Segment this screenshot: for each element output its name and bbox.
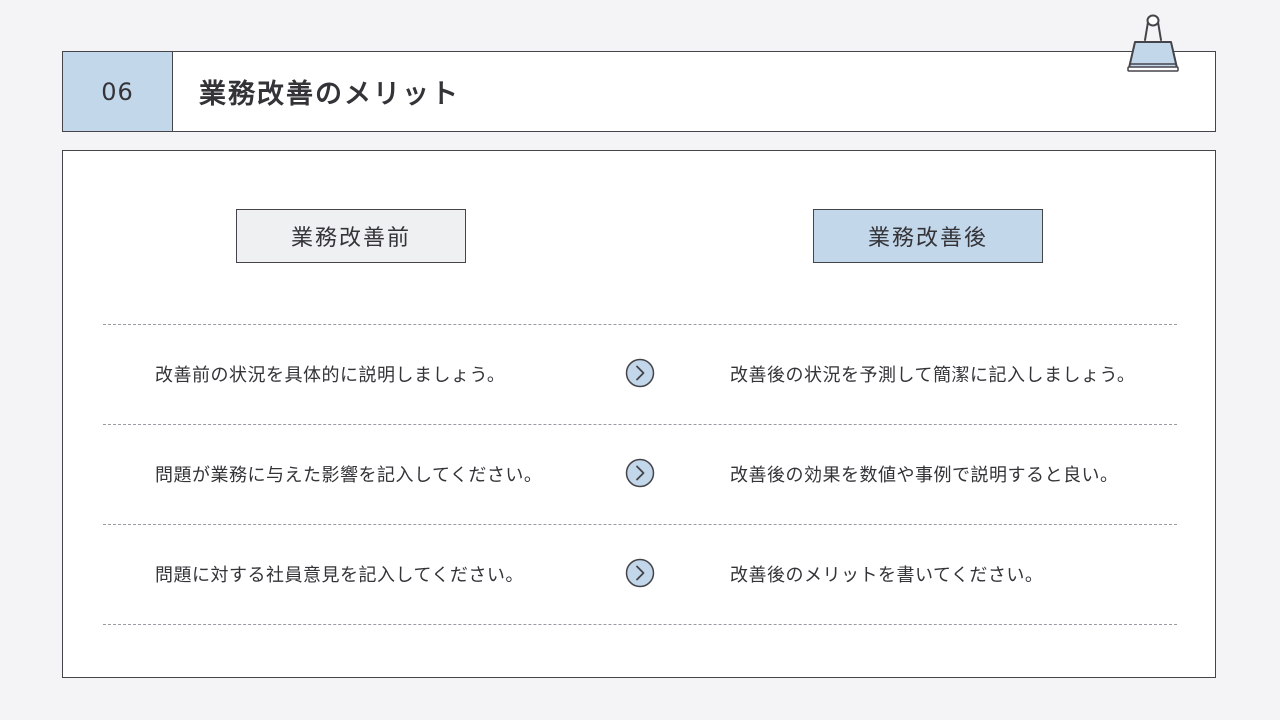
comparison-row: 改善前の状況を具体的に説明しましょう。 改善後の状況を予測して簡潔に記入しましょ… [103, 324, 1177, 423]
after-cell: 改善後の効果を数値や事例で説明すると良い。 [730, 464, 1119, 486]
page-title: 業務改善のメリット [199, 79, 460, 110]
chevron-right-circle-icon [625, 558, 655, 588]
row-divider [103, 424, 1177, 425]
after-cell: 改善後のメリットを書いてください。 [730, 564, 1044, 586]
before-column-header: 業務改善前 [236, 209, 466, 263]
after-column-header: 業務改善後 [813, 209, 1043, 263]
slide-number: 06 [63, 52, 173, 131]
before-cell: 問題が業務に与えた影響を記入してください。 [155, 464, 543, 486]
comparison-row: 問題に対する社員意見を記入してください。 改善後のメリットを書いてください。 [103, 524, 1177, 623]
comparison-row: 問題が業務に与えた影響を記入してください。 改善後の効果を数値や事例で説明すると… [103, 424, 1177, 523]
row-divider [103, 524, 1177, 525]
binder-clip-icon [1127, 14, 1179, 72]
before-cell: 改善前の状況を具体的に説明しましょう。 [155, 364, 506, 386]
slide-header: 06 業務改善のメリット [62, 51, 1216, 132]
before-cell: 問題に対する社員意見を記入してください。 [155, 564, 524, 586]
comparison-panel: 業務改善前 業務改善後 改善前の状況を具体的に説明しましょう。 改善後の状況を予… [62, 150, 1216, 678]
row-divider [103, 324, 1177, 325]
chevron-right-circle-icon [625, 358, 655, 388]
row-divider [103, 624, 1177, 625]
chevron-right-circle-icon [625, 458, 655, 488]
after-cell: 改善後の状況を予測して簡潔に記入しましょう。 [730, 364, 1136, 386]
